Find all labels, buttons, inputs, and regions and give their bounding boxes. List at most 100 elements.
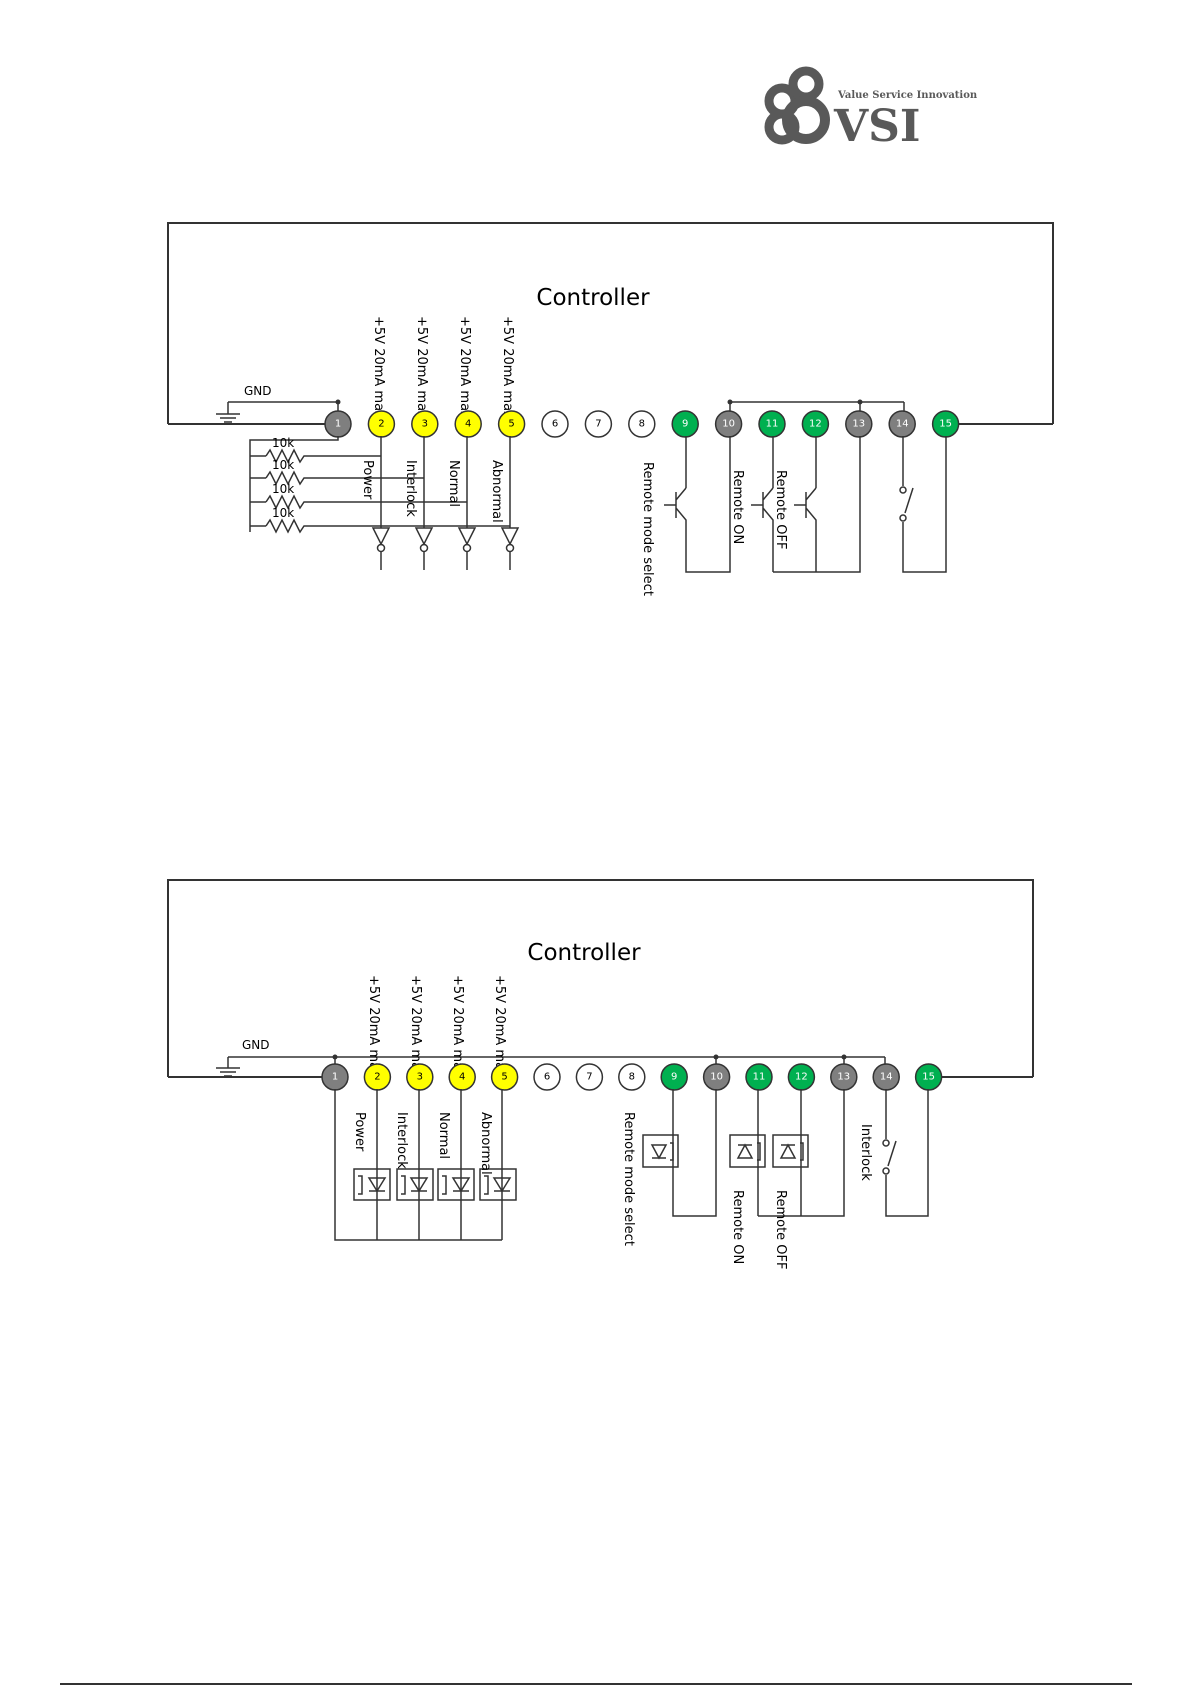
terminal-pin-number: 7 xyxy=(586,1072,592,1083)
terminal-pin-number: 3 xyxy=(417,1072,423,1083)
logo-tagline: Value Service Innovation xyxy=(837,90,978,101)
terminal-pin-6: 6 xyxy=(533,1063,561,1091)
terminal-pin-12: 12 xyxy=(787,1063,816,1091)
terminal-pin-number: 14 xyxy=(880,1072,893,1083)
terminal-pin-14: 14 xyxy=(872,1063,900,1091)
signal-label-abnormal: Abnormal xyxy=(478,1112,493,1175)
terminal-pin-number: 1 xyxy=(335,419,341,430)
remote-off-label: Remote OFF xyxy=(773,1190,788,1269)
signal-label-power: Power xyxy=(352,1112,367,1152)
terminal-pin-number: 9 xyxy=(682,419,688,430)
terminal-pin-10: 10 xyxy=(714,410,743,438)
terminal-pin-number: 7 xyxy=(595,419,601,430)
remote-transistors xyxy=(664,436,861,573)
terminal-pin-2: 2 xyxy=(367,410,396,438)
supply-label-2: +5V 20mA max xyxy=(371,316,386,419)
terminal-pin-number: 11 xyxy=(766,419,779,430)
resistor-label: 10k xyxy=(272,482,294,496)
remote-optocouplers xyxy=(642,1089,845,1217)
terminal-pin-1: 1 xyxy=(321,1063,349,1091)
terminal-pin-4: 4 xyxy=(448,1063,476,1091)
output-buffers xyxy=(371,436,520,570)
terminal-pin-8: 8 xyxy=(628,410,656,438)
terminal-pin-number: 14 xyxy=(896,419,909,430)
terminal-pin-7: 7 xyxy=(584,410,613,438)
terminal-pin-14: 14 xyxy=(888,410,916,438)
terminal-pin-15: 15 xyxy=(914,1063,943,1091)
terminal-pin-12: 12 xyxy=(801,410,830,438)
remote-off-label: Remote OFF xyxy=(773,470,788,549)
terminal-pin-number: 10 xyxy=(722,419,735,430)
diagram-1: Controller GND +5V 20mA max +5V 20mA max… xyxy=(167,222,1054,596)
controller-title: Controller xyxy=(527,940,641,966)
terminal-pin-number: 12 xyxy=(795,1072,808,1083)
terminal-pin-11: 11 xyxy=(758,410,786,438)
supply-label-4: +5V 20mA max xyxy=(450,975,465,1078)
terminal-pin-9: 9 xyxy=(671,410,699,438)
terminal-pin-1: 1 xyxy=(324,410,352,438)
terminal-pin-13: 13 xyxy=(845,410,873,438)
terminal-pin-number: 5 xyxy=(501,1072,507,1083)
terminal-pin-number: 11 xyxy=(753,1072,766,1083)
terminal-pin-number: 13 xyxy=(837,1072,850,1083)
supply-label-3: +5V 20mA max xyxy=(414,316,429,419)
terminal-pin-number: 5 xyxy=(508,419,514,430)
resistor-label: 10k xyxy=(272,458,294,472)
remote-on-label: Remote ON xyxy=(730,470,745,544)
terminal-pin-8: 8 xyxy=(618,1063,646,1091)
resistor-label: 10k xyxy=(272,506,294,520)
gnd-label: GND xyxy=(244,384,272,398)
signal-label-power: Power xyxy=(360,460,375,500)
terminal-pin-number: 15 xyxy=(939,419,952,430)
terminal-pin-13: 13 xyxy=(830,1063,858,1091)
terminal-pin-number: 2 xyxy=(374,1072,380,1083)
terminal-pin-number: 8 xyxy=(639,419,645,430)
logo-wordmark: VSI xyxy=(833,101,921,152)
input-optocouplers xyxy=(334,1089,517,1241)
terminal-pin-number: 6 xyxy=(552,419,558,430)
supply-label-5: +5V 20mA max xyxy=(500,316,515,419)
terminal-pin-7: 7 xyxy=(575,1063,604,1091)
resistor-label: 10k xyxy=(272,436,294,450)
gnd-label: GND xyxy=(242,1038,270,1052)
vsi-logo-mark xyxy=(764,66,830,145)
terminal-pin-4: 4 xyxy=(454,410,482,438)
terminal-pin-number: 8 xyxy=(629,1072,635,1083)
terminal-pin-15: 15 xyxy=(931,410,960,438)
supply-label-2: +5V 20mA max xyxy=(366,975,381,1078)
terminal-pin-11: 11 xyxy=(745,1063,773,1091)
interlock-label: Interlock xyxy=(858,1124,873,1181)
terminal-pin-number: 6 xyxy=(544,1072,550,1083)
supply-label-4: +5V 20mA max xyxy=(457,316,472,419)
signal-label-interlock: Interlock xyxy=(394,1112,409,1169)
terminal-pin-number: 12 xyxy=(809,419,822,430)
terminal-pin-3: 3 xyxy=(406,1063,434,1091)
terminal-pin-3: 3 xyxy=(411,410,439,438)
supply-label-3: +5V 20mA max xyxy=(408,975,423,1078)
terminal-pin-number: 13 xyxy=(852,419,865,430)
signal-label-normal: Normal xyxy=(436,1112,451,1159)
terminal-pin-number: 4 xyxy=(465,419,471,430)
supply-label-5: +5V 20mA max xyxy=(492,975,507,1078)
interlock-switch-2 xyxy=(882,1089,929,1217)
resistor-network: 10k 10k 10k 10k xyxy=(249,436,510,534)
remote-on-label: Remote ON xyxy=(730,1190,745,1264)
terminal-pin-number: 2 xyxy=(378,419,384,430)
signal-label-abnormal: Abnormal xyxy=(489,460,504,523)
terminal-pin-5: 5 xyxy=(490,1063,519,1091)
remote-mode-label: Remote mode select xyxy=(621,1112,636,1246)
terminal-pin-number: 15 xyxy=(922,1072,935,1083)
terminal-pin-10: 10 xyxy=(702,1063,731,1091)
terminal-pin-2: 2 xyxy=(363,1063,392,1091)
terminal-pin-number: 9 xyxy=(671,1072,677,1083)
terminal-pin-9: 9 xyxy=(660,1063,688,1091)
signal-label-interlock: Interlock xyxy=(403,460,418,517)
terminal-pin-number: 1 xyxy=(332,1072,338,1083)
diagram-2: Controller GND +5V 20mA max +5V 20mA max… xyxy=(167,879,1034,1269)
signal-label-normal: Normal xyxy=(446,460,461,507)
terminal-pin-6: 6 xyxy=(541,410,569,438)
terminal-pin-number: 10 xyxy=(710,1072,723,1083)
